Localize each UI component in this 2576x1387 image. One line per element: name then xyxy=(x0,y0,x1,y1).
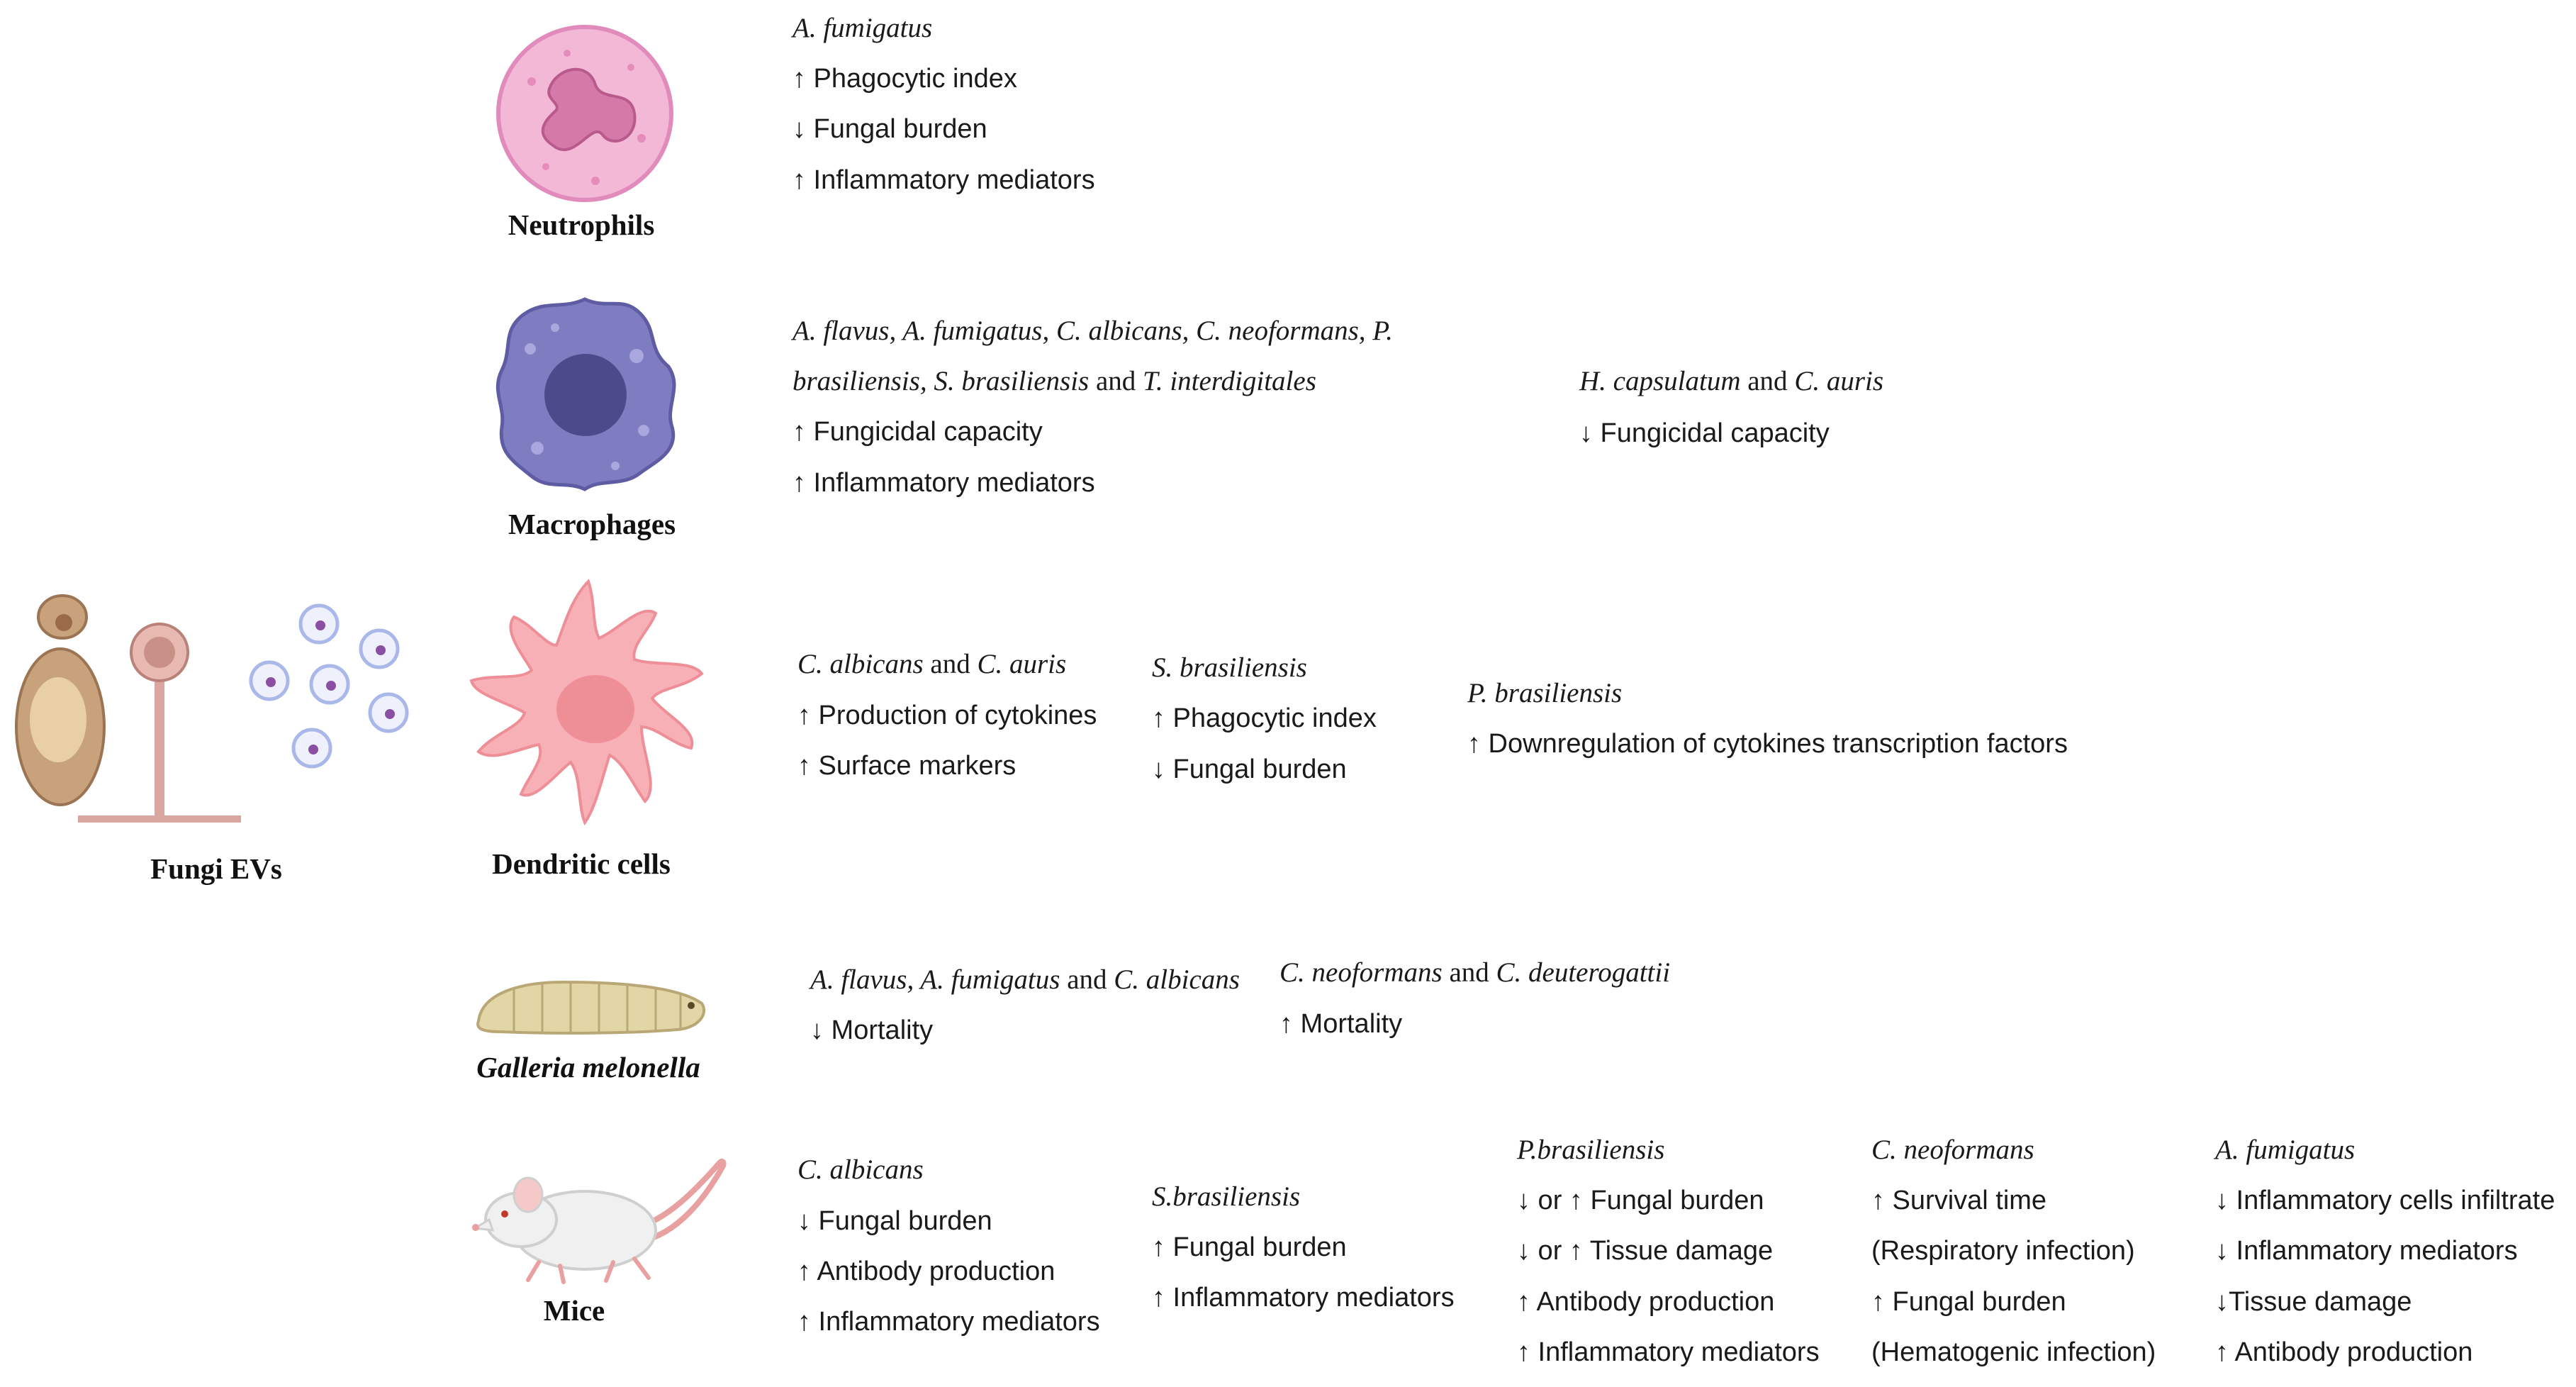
mice-species-group4: C. neoformans xyxy=(1871,1135,2034,1165)
macrophages-species-line2: brasiliensis, S. brasiliensis and T. int… xyxy=(793,366,1316,396)
mice-effect: ↑ Antibody production xyxy=(797,1257,1055,1286)
mice-species-group2: S.brasiliensis xyxy=(1152,1181,1301,1212)
neutrophils-effect: ↓ Fungal burden xyxy=(793,114,987,144)
macrophages-effect: ↓ Fungicidal capacity xyxy=(1579,418,1830,448)
dendritic-cell-illustration xyxy=(469,579,704,826)
galleria-effect: ↓ Mortality xyxy=(810,1015,934,1045)
mice-effect: ↑ Inflammatory mediators xyxy=(797,1307,1100,1337)
neutrophil-illustration xyxy=(496,25,673,202)
dendritic-species-group1: C. albicans and C. auris xyxy=(797,649,1067,679)
macrophage-illustration xyxy=(495,297,676,491)
neutrophils-label: Neutrophils xyxy=(508,208,655,241)
macrophages-effect: ↑ Fungicidal capacity xyxy=(793,417,1043,447)
galleria-species-group1: A. flavus, A. fumigatus and C. albicans xyxy=(810,964,1240,995)
dendritic-species-group2: S. brasiliensis xyxy=(1152,652,1307,683)
mice-effect: ↓ Fungal burden xyxy=(797,1206,992,1236)
fungi-evs-illustration xyxy=(15,594,409,823)
dendritic-effect: ↑ Downregulation of cytokines transcript… xyxy=(1467,729,2068,759)
neutrophils-effect: ↑ Phagocytic index xyxy=(793,64,1017,94)
mice-effect: ↓ Inflammatory mediators xyxy=(2215,1236,2518,1266)
macrophages-species-group2: H. capsulatum and C. auris xyxy=(1579,366,1884,396)
mice-effect: ↑ Inflammatory mediators xyxy=(1152,1283,1455,1313)
dendritic-species-group3: P. brasiliensis xyxy=(1467,678,1623,708)
dendritic-effect: ↑ Production of cytokines xyxy=(797,701,1097,730)
mouse-illustration xyxy=(471,1158,727,1284)
mice-effect: (Hematogenic infection) xyxy=(1871,1337,2156,1367)
mice-effect: ↑ Fungal burden xyxy=(1152,1232,1347,1262)
mice-effect: ↑ Antibody production xyxy=(2215,1337,2473,1367)
dendritic-effect: ↑ Phagocytic index xyxy=(1152,703,1377,733)
mice-effect: ↓ Inflammatory cells infiltrate xyxy=(2215,1186,2555,1215)
dendritic-cells-label: Dendritic cells xyxy=(492,847,671,880)
mice-label: Mice xyxy=(543,1294,605,1327)
mice-effect: ↓ or ↑ Fungal burden xyxy=(1517,1186,1764,1215)
galleria-label: Galleria melonella xyxy=(476,1051,700,1084)
mice-effect: ↓Tissue damage xyxy=(2215,1287,2412,1317)
galleria-larva-illustration xyxy=(476,980,706,1035)
macrophages-effect: ↑ Inflammatory mediators xyxy=(793,468,1095,498)
neutrophils-species: A. fumigatus xyxy=(793,13,933,43)
galleria-effect: ↑ Mortality xyxy=(1279,1009,1403,1039)
mice-species-group5: A. fumigatus xyxy=(2215,1135,2356,1165)
neutrophils-effect: ↑ Inflammatory mediators xyxy=(793,165,1095,195)
mice-effect: (Respiratory infection) xyxy=(1871,1236,2135,1266)
dendritic-effect: ↓ Fungal burden xyxy=(1152,754,1347,784)
macrophages-species-line1: A. flavus, A. fumigatus, C. albicans, C.… xyxy=(793,316,1393,346)
mice-effect: ↑ Antibody production xyxy=(1517,1287,1775,1317)
mice-effect: ↑ Inflammatory mediators xyxy=(1517,1337,1820,1367)
mice-effect: ↓ or ↑ Tissue damage xyxy=(1517,1236,1774,1266)
mice-species-group3: P.brasiliensis xyxy=(1517,1135,1665,1165)
fungi-evs-label: Fungi EVs xyxy=(150,852,282,885)
mice-species-group1: C. albicans xyxy=(797,1154,924,1185)
mice-effect: ↑ Survival time xyxy=(1871,1186,2047,1215)
mice-effect: ↑ Fungal burden xyxy=(1871,1287,2066,1317)
galleria-species-group2: C. neoformans and C. deuterogattii xyxy=(1279,957,1671,988)
macrophages-label: Macrophages xyxy=(508,508,676,540)
dendritic-effect: ↑ Surface markers xyxy=(797,751,1017,781)
